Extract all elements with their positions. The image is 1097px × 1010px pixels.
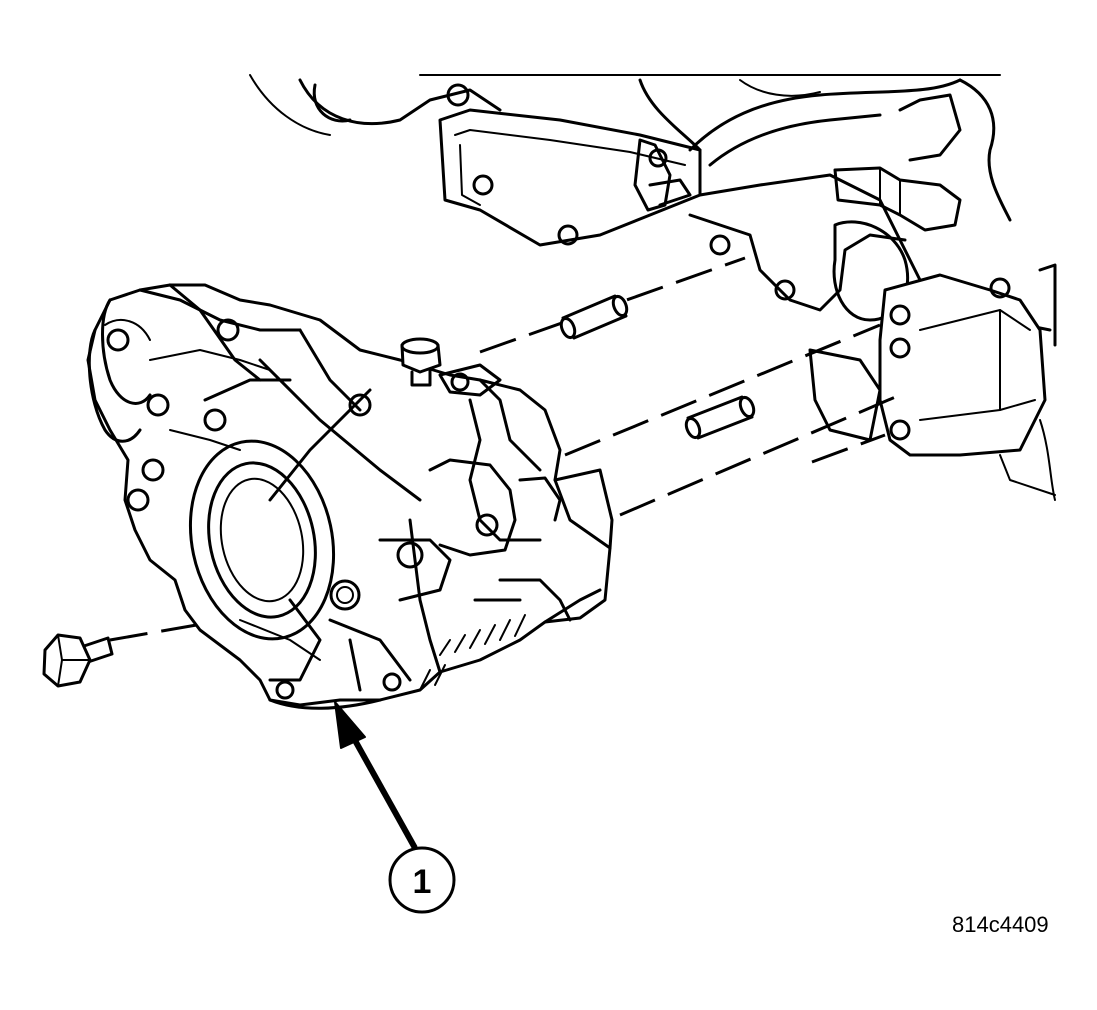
callout-circle xyxy=(388,846,456,914)
mounting-bolt xyxy=(42,633,114,688)
engine-block xyxy=(249,74,1057,501)
dowel-pin-upper xyxy=(559,294,629,340)
callout-1: 1 xyxy=(334,701,456,914)
dowel-pin-lower xyxy=(684,395,756,440)
callout-number: 1 xyxy=(413,863,432,901)
housing-assembly xyxy=(86,283,614,710)
figure-id: 814c4409 xyxy=(952,912,1049,937)
callout-leader-line xyxy=(349,733,418,850)
callout-arrowhead xyxy=(334,701,366,749)
